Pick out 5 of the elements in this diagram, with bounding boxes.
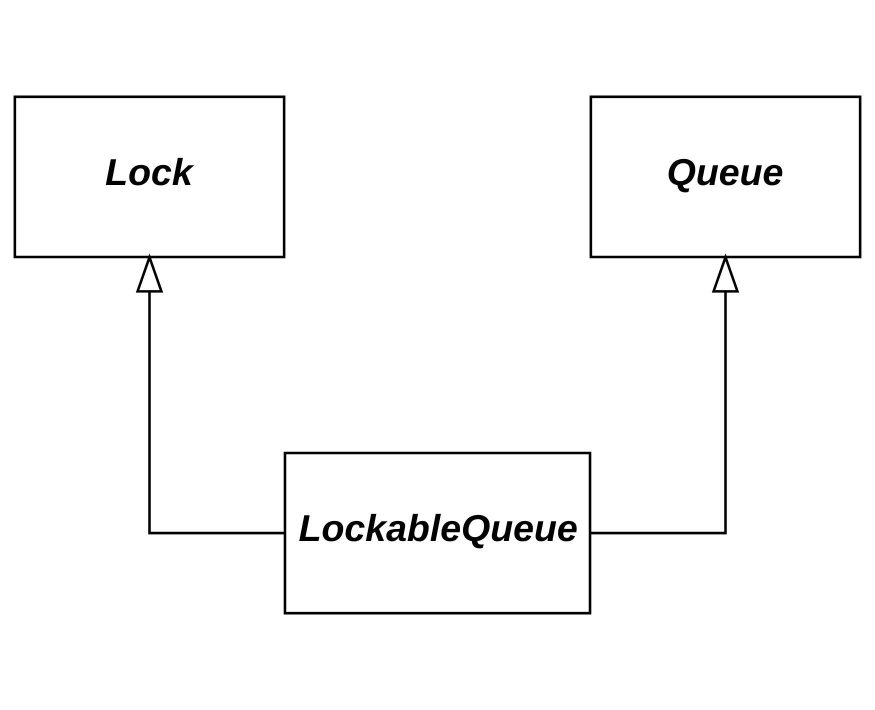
node-box: Lock (14, 96, 286, 258)
node-box: Queue (590, 96, 862, 258)
arrow (590, 253, 740, 534)
node-box: LockableQueue (284, 452, 592, 614)
arrow (136, 253, 284, 534)
